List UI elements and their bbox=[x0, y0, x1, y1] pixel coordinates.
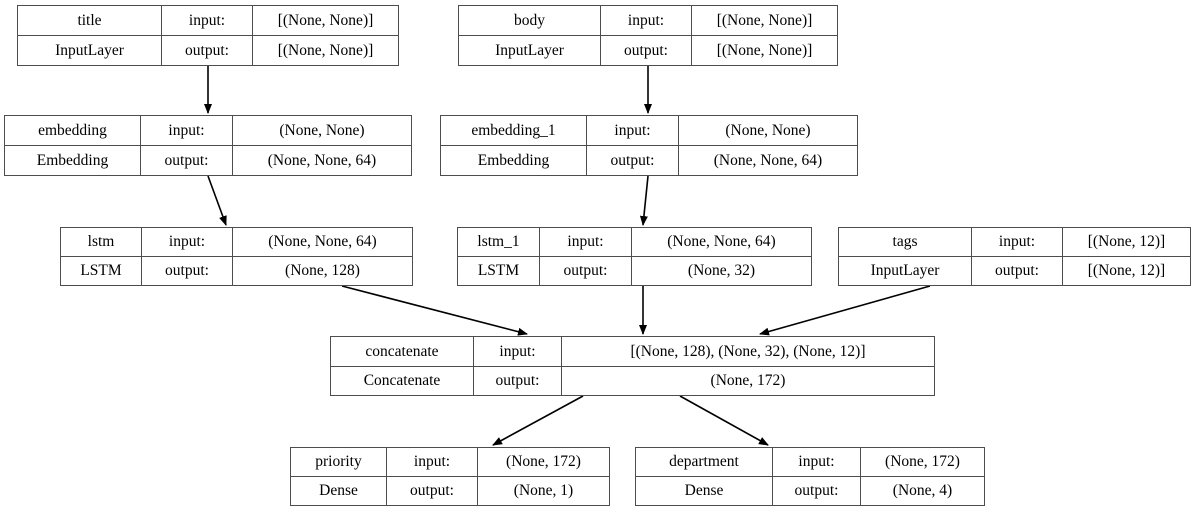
node-lstm-layer-name: lstm bbox=[61, 228, 142, 256]
node-body-input-shape: [(None, None)] bbox=[716, 11, 813, 29]
node-tags-layer-name: tags bbox=[839, 228, 972, 256]
node-title-input-shape: [(None, None)] bbox=[277, 11, 374, 29]
edge-embedding-to-lstm bbox=[207, 175, 227, 226]
node-tags-output-shape: [(None, 12)] bbox=[1087, 262, 1166, 280]
node-embedding-layer-type: Embedding bbox=[5, 146, 141, 175]
node-embedding_1-layer-name: embedding_1 bbox=[441, 116, 587, 145]
node-tags-output-label: output: bbox=[972, 257, 1063, 285]
node-tags-input-shape: [(None, 12)] bbox=[1087, 233, 1166, 251]
edge-concatenate-to-department bbox=[679, 395, 769, 446]
node-embedding-output-label: output: bbox=[141, 146, 233, 175]
node-priority-layer-name: priority bbox=[291, 448, 387, 476]
node-body-output-shape: [(None, None)] bbox=[716, 41, 813, 59]
node-lstm-input-label: input: bbox=[142, 228, 233, 256]
node-lstm-output-shape: (None, 128) bbox=[285, 262, 360, 280]
node-priority-input-shape: (None, 172) bbox=[506, 453, 581, 471]
node-priority-input-label: input: bbox=[387, 448, 478, 476]
node-concatenate-output-shape: (None, 172) bbox=[710, 372, 786, 389]
node-body-layer-name: body bbox=[459, 6, 601, 35]
node-concatenate-layer-name: concatenate bbox=[331, 337, 474, 366]
node-concatenate-input-shape: [(None, 128), (None, 32), (None, 12)] bbox=[630, 342, 866, 360]
node-priority-output-label: output: bbox=[387, 477, 478, 505]
node-lstm_1-output-label: output: bbox=[540, 257, 632, 285]
node-body-output-label: output: bbox=[601, 36, 692, 65]
edge-embedding_1-to-lstm_1 bbox=[639, 175, 649, 226]
node-embedding_1-input-label: input: bbox=[587, 116, 679, 145]
node-lstm_1-input-label: input: bbox=[540, 228, 632, 256]
node-title-layer-name: title bbox=[18, 6, 162, 35]
node-lstm_1-output-shape: (None, 32) bbox=[687, 262, 756, 280]
node-lstm-input-shape: (None, None, 64) bbox=[268, 233, 377, 251]
node-lstm-layer-type: LSTM bbox=[61, 257, 142, 285]
node-concatenate-input-label: input: bbox=[474, 337, 562, 366]
node-lstm_1-layer-name: lstm_1 bbox=[458, 228, 540, 256]
node-lstm_1-layer-type: LSTM bbox=[458, 257, 540, 285]
node-title-layer-type: InputLayer bbox=[18, 36, 162, 65]
node-department-layer-type: Dense bbox=[636, 477, 773, 505]
node-department-input-label: input: bbox=[773, 448, 861, 476]
node-department-output-shape: (None, 4) bbox=[892, 482, 953, 500]
node-department-input-shape: (None, 172) bbox=[885, 453, 960, 471]
node-department-layer-name: department bbox=[636, 448, 773, 476]
edge-tags-to-concatenate bbox=[759, 285, 931, 336]
node-embedding_1-output-label: output: bbox=[587, 146, 679, 175]
node-title-output-shape: [(None, None)] bbox=[277, 41, 374, 59]
node-embedding-output-shape: (None, None, 64) bbox=[267, 151, 377, 169]
node-body-input-label: input: bbox=[601, 6, 692, 35]
node-priority-layer-type: Dense bbox=[291, 477, 387, 505]
node-tags-layer-type: InputLayer bbox=[839, 257, 972, 285]
node-embedding-layer-name: embedding bbox=[5, 116, 141, 145]
node-embedding-input-label: input: bbox=[141, 116, 233, 145]
node-title-output-label: output: bbox=[162, 36, 253, 65]
node-embedding-input-shape: (None, None) bbox=[279, 121, 365, 139]
node-embedding_1-input-shape: (None, None) bbox=[725, 121, 811, 139]
node-department-output-label: output: bbox=[773, 477, 861, 505]
node-lstm_1-input-shape: (None, None, 64) bbox=[667, 233, 776, 251]
node-concatenate-output-label: output: bbox=[474, 366, 562, 395]
node-body-layer-type: InputLayer bbox=[459, 36, 601, 65]
node-embedding_1-output-shape: (None, None, 64) bbox=[713, 151, 823, 169]
node-concatenate-layer-type: Concatenate bbox=[331, 366, 474, 395]
node-tags-input-label: input: bbox=[972, 228, 1063, 256]
node-priority-output-shape: (None, 1) bbox=[513, 482, 574, 500]
node-embedding_1-layer-type: Embedding bbox=[441, 146, 587, 175]
node-title-input-label: input: bbox=[162, 6, 253, 35]
edge-concatenate-to-priority bbox=[492, 395, 584, 446]
node-lstm-output-label: output: bbox=[142, 257, 233, 285]
edge-lstm-to-concatenate bbox=[341, 285, 528, 336]
